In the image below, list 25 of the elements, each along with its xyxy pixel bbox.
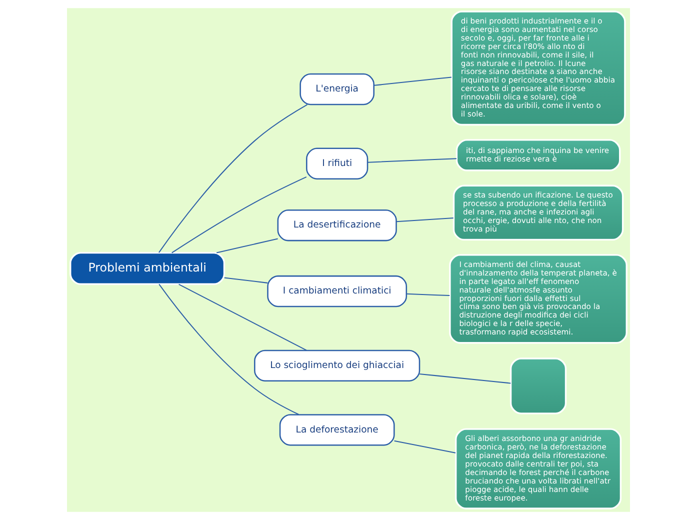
node-box: I rifiuti (306, 148, 368, 180)
node-box: se sta subendo un ificazione. Le questo processo a produzione e della fertilità del rane, ma anche e infezioni agli occhi, ergie, dovuti alle nto, che non trova più (452, 184, 624, 241)
node-box: Lo scioglimento dei ghiacciai (254, 350, 420, 382)
connector (171, 176, 306, 254)
node-box: I cambiamenti climatici (266, 275, 407, 308)
connector (406, 293, 450, 296)
connector (158, 104, 307, 253)
node-box: La desertificazione (276, 210, 396, 242)
connector (374, 76, 451, 86)
node-box: La deforestazione (278, 414, 394, 446)
connector (419, 373, 510, 384)
connector (396, 218, 453, 222)
node-box: Gli alberi assorbono una gr anidride carbonica, però, ne la deforestazione del pianet rapida della riforestazione. provocato dalle centrali ter poi, sta decimando le forest perché il carbone bruciando che una volta librati nell'atr piogge acide, le quali hann delle foreste europee. (454, 428, 622, 510)
connector (367, 158, 456, 163)
connector (394, 440, 456, 454)
connector (158, 284, 298, 415)
node-box: di beni prodotti industrialmente e il o di energia sono aumentati nel corso secolo e, oggi, per far fronte alle i ricorre per circa l'80% allo nto di fonti non rinnovabili, come il sile, il gas naturale e il petrolio. Il lcune risorse siano destinate a siano anche inquinanti o pericolose che l'uomo abbia cercato te di pensare alle risorse rinnovabili olica e solare), cioè alimentate da uribili, come il vento o il sole. (450, 10, 626, 126)
node-box: Problemi ambientali (69, 252, 225, 285)
connector (224, 277, 268, 284)
node-box: I cambiamenti del clima, causat d'innalzamento della temperat planeta, è in parte legato all'eff fenomeno naturale dell'atmosfe assunto proporzioni fuori dalla effetti sul clima sono ben già vis provocando la distruzione degli modifica dei cicli biologici e la r delle specie, trasformano rapid ecosistemi. (448, 254, 627, 344)
node-box (509, 358, 566, 414)
connector (178, 284, 306, 351)
connector (216, 238, 278, 254)
node-box: iti, di sappiamo che inquina be venire rmette di reziose vera è (455, 139, 620, 172)
node-box: L'energia (299, 73, 374, 106)
